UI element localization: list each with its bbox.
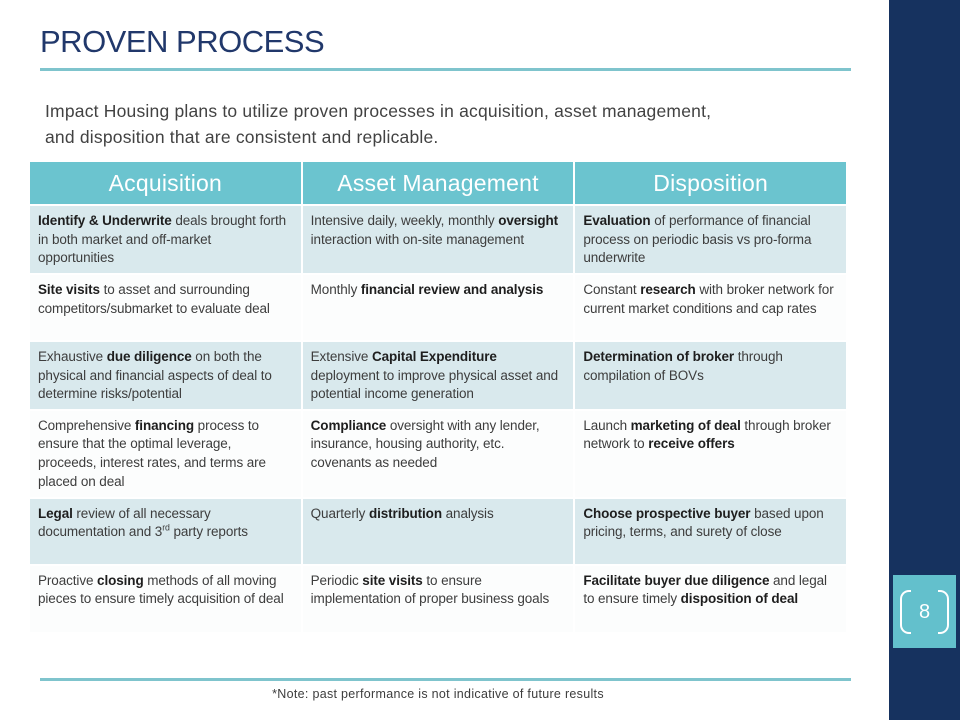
cell-text: to ensure implementation of proper busin… <box>310 572 550 607</box>
cell-text: process to ensure that the optimal lever… <box>38 417 266 489</box>
cell-text: methods of all moving pieces to ensure t… <box>38 572 284 607</box>
table-row: Legal review of all necessary documentat… <box>28 496 848 566</box>
cell-text: with broker network for current market c… <box>583 281 834 316</box>
cell-text-bold: Site visits <box>38 281 100 297</box>
cell-text: Constant <box>583 281 641 297</box>
cell-text: deals brought forth in both market and o… <box>38 213 286 266</box>
cell-text-bold: research <box>640 281 696 297</box>
column-header-asset-management: Asset Management <box>300 160 576 206</box>
cell-text: oversight with any lender, insurance, ho… <box>310 417 540 470</box>
table-row: Site visits to asset and surrounding com… <box>28 272 848 342</box>
table-cell: Exhaustive due diligence on both the phy… <box>28 339 303 411</box>
cell-text: and legal to ensure timely <box>583 572 827 607</box>
table-row: Identify & Underwrite deals brought fort… <box>28 204 848 275</box>
page-title: PROVEN PROCESS <box>40 24 325 59</box>
cell-text: through compilation of BOVs <box>583 348 783 383</box>
cell-text: review of all necessary documentation an… <box>38 505 211 540</box>
cell-text-bold: marketing of deal <box>630 417 741 433</box>
cell-text-bold: Evaluation <box>583 213 651 228</box>
cell-text-bold: financing <box>134 417 195 433</box>
cell-text-bold: site visits <box>362 572 423 588</box>
table-cell: Compliance oversight with any lender, in… <box>300 408 576 499</box>
table-cell: Intensive daily, weekly, monthly oversig… <box>300 204 576 275</box>
cell-text: Launch <box>583 417 631 433</box>
cell-text-bold: Identify & Underwrite <box>38 213 172 228</box>
cell-text: Quarterly <box>310 505 369 521</box>
cell-text: of performance of financial process on p… <box>583 213 812 266</box>
cell-text-bold: receive offers <box>648 436 735 452</box>
cell-text: through broker network to <box>583 417 831 452</box>
cell-text: on both the physical and financial aspec… <box>38 348 272 402</box>
cell-text-bold: Capital Expenditure <box>371 348 497 364</box>
page-number: 8 <box>918 600 931 623</box>
intro-paragraph: Impact Housing plans to utilize proven p… <box>45 101 712 148</box>
cell-text: Intensive daily, weekly, monthly <box>310 213 499 228</box>
table-cell: Quarterly distribution analysis <box>300 496 576 566</box>
cell-text-bold: disposition of deal <box>680 591 799 607</box>
cell-text-bold: distribution <box>368 505 442 521</box>
table-cell: Site visits to asset and surrounding com… <box>28 272 303 342</box>
table-cell: Proactive closing methods of all moving … <box>28 563 303 634</box>
table-row: Proactive closing methods of all moving … <box>28 563 848 634</box>
column-header-acquisition: Acquisition <box>28 160 303 206</box>
table-cell: Determination of broker through compilat… <box>573 339 848 411</box>
cell-text-bold: Legal <box>38 505 73 521</box>
cell-text: Exhaustive <box>38 348 107 364</box>
cell-text-bold: Compliance <box>310 417 387 433</box>
cell-text: Periodic <box>310 572 363 588</box>
cell-text-bold: oversight <box>498 213 559 228</box>
table-cell: Monthly financial review and analysis <box>300 272 576 342</box>
cell-text-bold: Choose prospective buyer <box>583 505 751 521</box>
table-cell: Facilitate buyer due diligence and legal… <box>573 563 848 634</box>
cell-text: Comprehensive <box>38 417 135 433</box>
cell-text: Proactive <box>38 572 98 588</box>
cell-text: to asset and surrounding competitors/sub… <box>38 281 270 316</box>
table-row: Comprehensive financing process to ensur… <box>28 408 848 499</box>
cell-text-bold: Determination of broker <box>583 348 735 364</box>
cell-text: Extensive <box>310 348 372 364</box>
process-table-body: Identify & Underwrite deals brought fort… <box>28 204 848 634</box>
table-cell: Comprehensive financing process to ensur… <box>28 408 303 499</box>
table-cell: Launch marketing of deal through broker … <box>573 408 848 499</box>
page-number-badge: 8 <box>893 575 956 648</box>
cell-text-bold: Facilitate buyer due diligence <box>583 572 770 588</box>
cell-text: interaction with on-site management <box>310 231 525 247</box>
title-underline <box>40 68 851 71</box>
right-bracket-icon <box>938 589 949 634</box>
cell-text: based upon pricing, terms, and surety of… <box>583 505 824 540</box>
table-cell: Choose prospective buyer based upon pric… <box>573 496 848 566</box>
table-cell: Legal review of all necessary documentat… <box>28 496 303 566</box>
cell-text: Monthly <box>310 281 361 297</box>
footnote: *Note: past performance is not indicativ… <box>272 687 604 701</box>
column-header-disposition: Disposition <box>573 160 848 206</box>
sidebar-accent-bar: 8 <box>889 0 960 720</box>
table-cell: Identify & Underwrite deals brought fort… <box>28 204 303 275</box>
table-cell: Periodic site visits to ensure implement… <box>300 563 576 634</box>
table-cell: Extensive Capital Expenditure deployment… <box>300 339 576 411</box>
table-cell: Evaluation of performance of financial p… <box>573 204 848 275</box>
table-row: Exhaustive due diligence on both the phy… <box>28 339 848 411</box>
cell-text-bold: financial review and analysis <box>360 281 544 297</box>
cell-text-bold: closing <box>97 572 144 588</box>
cell-text: party reports <box>169 524 248 540</box>
footer-divider <box>40 678 851 681</box>
cell-text: deployment to improve physical asset and… <box>310 367 559 402</box>
cell-text: rd <box>162 522 170 533</box>
cell-text-bold: due diligence <box>106 348 192 364</box>
left-bracket-icon <box>900 589 911 634</box>
cell-text: analysis <box>441 505 494 521</box>
table-cell: Constant research with broker network fo… <box>573 272 848 342</box>
